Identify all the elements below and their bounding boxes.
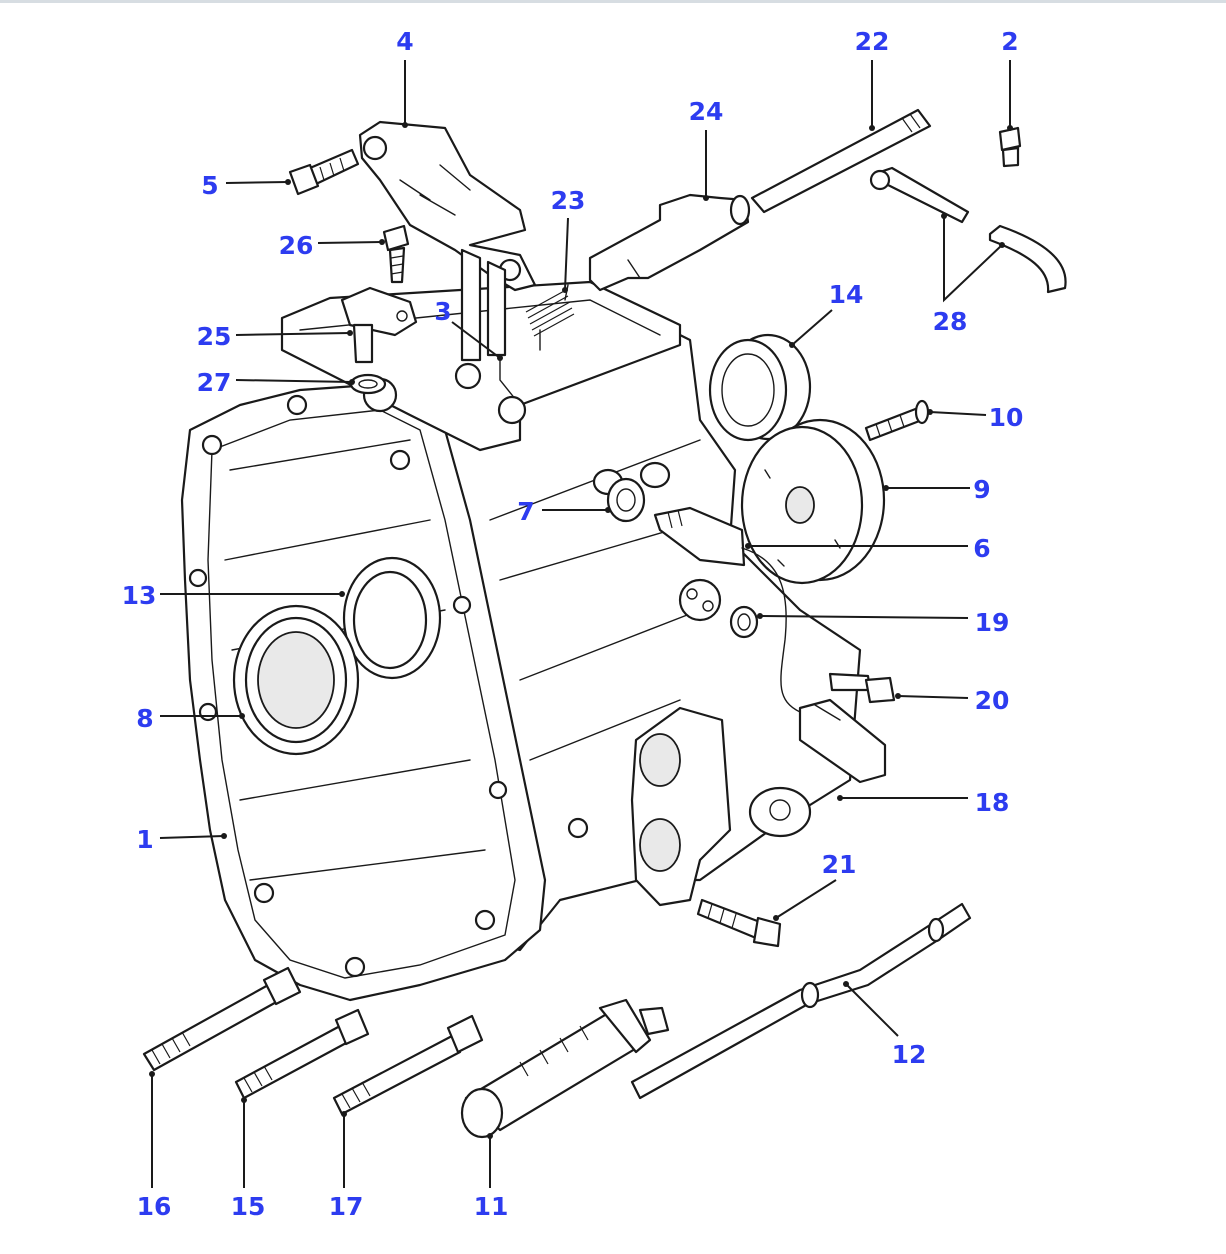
- callout-13: 13: [122, 581, 157, 610]
- mount-bracket: [630, 706, 732, 907]
- callout-11: 11: [474, 1192, 509, 1221]
- callout-17: 17: [329, 1192, 364, 1221]
- screw-10: [864, 399, 930, 442]
- pin-11: [460, 998, 670, 1139]
- callout-8: 8: [136, 704, 153, 733]
- callout-21: 21: [822, 850, 857, 879]
- callout-18: 18: [975, 788, 1010, 817]
- bolt-5: [288, 148, 360, 196]
- callout-2: 2: [1001, 27, 1018, 56]
- callout-12: 12: [892, 1040, 927, 1069]
- bolt-20: [828, 672, 896, 704]
- seal-13: [342, 556, 442, 680]
- shift-block-24: [588, 193, 751, 292]
- bolt-26: [382, 224, 410, 284]
- washer-7: [606, 477, 646, 523]
- callout-27: 27: [197, 368, 232, 397]
- callout-23: 23: [551, 186, 586, 215]
- pipes-28: [869, 166, 1067, 294]
- connector-18: [798, 698, 887, 784]
- rod-22: [750, 108, 932, 214]
- callout-25: 25: [197, 322, 232, 351]
- seal-8: [232, 604, 360, 756]
- o-ring-27: [349, 373, 387, 395]
- callout-3: 3: [434, 297, 451, 326]
- callout-15: 15: [231, 1192, 266, 1221]
- leader-lines: [149, 60, 1013, 1188]
- bolt-17: [332, 1014, 484, 1116]
- callout-7: 7: [517, 497, 534, 526]
- plug-2: [998, 126, 1022, 168]
- callout-9: 9: [973, 475, 990, 504]
- housing: [180, 280, 862, 1002]
- o-ring-19: [729, 605, 759, 639]
- bearing-14: [708, 333, 812, 442]
- bolt-15: [234, 1008, 370, 1100]
- callout-4: 4: [396, 27, 413, 56]
- callout-20: 20: [975, 686, 1010, 715]
- callout-1: 1: [136, 825, 153, 854]
- callout-28: 28: [933, 307, 968, 336]
- top-border: [0, 0, 1226, 3]
- plate-25: [340, 286, 418, 364]
- callout-10: 10: [989, 403, 1024, 432]
- cover-9: [740, 418, 886, 585]
- callout-26: 26: [279, 231, 314, 260]
- callout-labels: 4 2 22 24 23 5 26 25 27 3 14 28 10 9 7 6…: [122, 27, 1024, 1221]
- callout-19: 19: [975, 608, 1010, 637]
- bolt-16: [142, 966, 302, 1072]
- sensor-6: [653, 506, 801, 713]
- tube-12: [630, 902, 972, 1100]
- callout-14: 14: [829, 280, 864, 309]
- callout-5: 5: [201, 171, 218, 200]
- callout-24: 24: [689, 97, 724, 126]
- callout-16: 16: [137, 1192, 172, 1221]
- callout-6: 6: [973, 534, 990, 563]
- callout-22: 22: [855, 27, 890, 56]
- bolt-21: [696, 898, 782, 948]
